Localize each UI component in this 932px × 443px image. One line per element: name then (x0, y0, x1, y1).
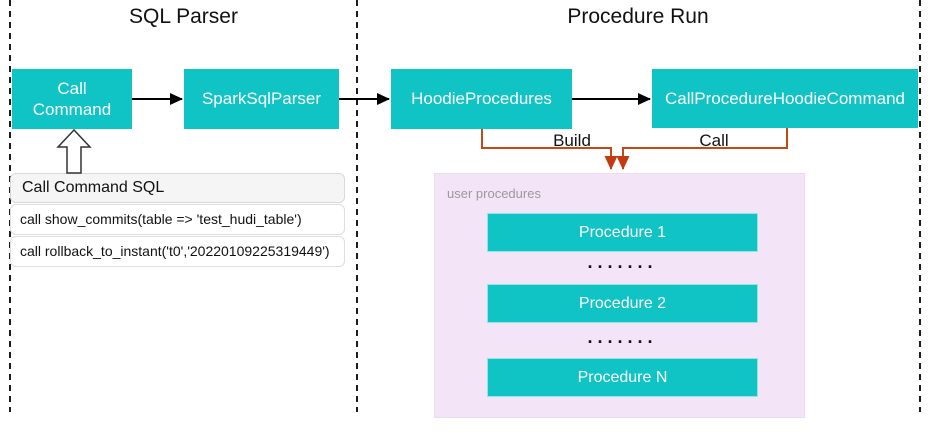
edge-label-call: Call (699, 131, 729, 150)
node-callprocedurehoodiecommand: CallProcedureHoodieCommand (652, 69, 918, 128)
node-procedure-2: Procedure 2 (487, 284, 758, 323)
ellipsis-dots-1: ······· (587, 257, 658, 277)
sql-panel-title: Call Command SQL (10, 173, 345, 203)
node-sparksqlparser: SparkSqlParser (184, 69, 339, 129)
node-procedure-n-label: Procedure N (577, 368, 668, 386)
edge-label-build: Build (553, 131, 591, 150)
section-title-procedure-run: Procedure Run (567, 5, 709, 28)
node-procedure-1: Procedure 1 (487, 213, 758, 252)
node-hoodieprocedures-label: HoodieProcedures (411, 89, 552, 109)
node-call-command: Call Command (12, 69, 132, 129)
node-procedure-1-label: Procedure 1 (578, 223, 667, 241)
user-procedures-label: user procedures (447, 186, 541, 201)
node-sparksqlparser-label: SparkSqlParser (201, 89, 322, 109)
section-title-sql-parser: SQL Parser (129, 5, 238, 28)
hollow-up-arrow-icon (56, 128, 92, 174)
ellipsis-dots-2: ······· (587, 332, 658, 352)
node-call-command-label: Call Command (32, 78, 112, 119)
dashed-boundary-middle (356, 0, 358, 412)
sql-row-show-commits: call show_commits(table => 'test_hudi_ta… (10, 204, 345, 235)
dashed-boundary-right (919, 0, 921, 412)
node-procedure-2-label: Procedure 2 (578, 294, 667, 312)
sql-row-rollback-to-instant: call rollback_to_instant('t0','202201092… (10, 236, 345, 267)
node-procedure-n: Procedure N (487, 358, 758, 397)
node-hoodieprocedures: HoodieProcedures (391, 69, 572, 129)
user-procedures-panel: user procedures Procedure 1 ······· Proc… (434, 173, 805, 418)
call-command-sql-panel: Call Command SQL call show_commits(table… (10, 173, 345, 267)
node-callprocedurehoodiecommand-label: CallProcedureHoodieCommand (664, 88, 905, 108)
